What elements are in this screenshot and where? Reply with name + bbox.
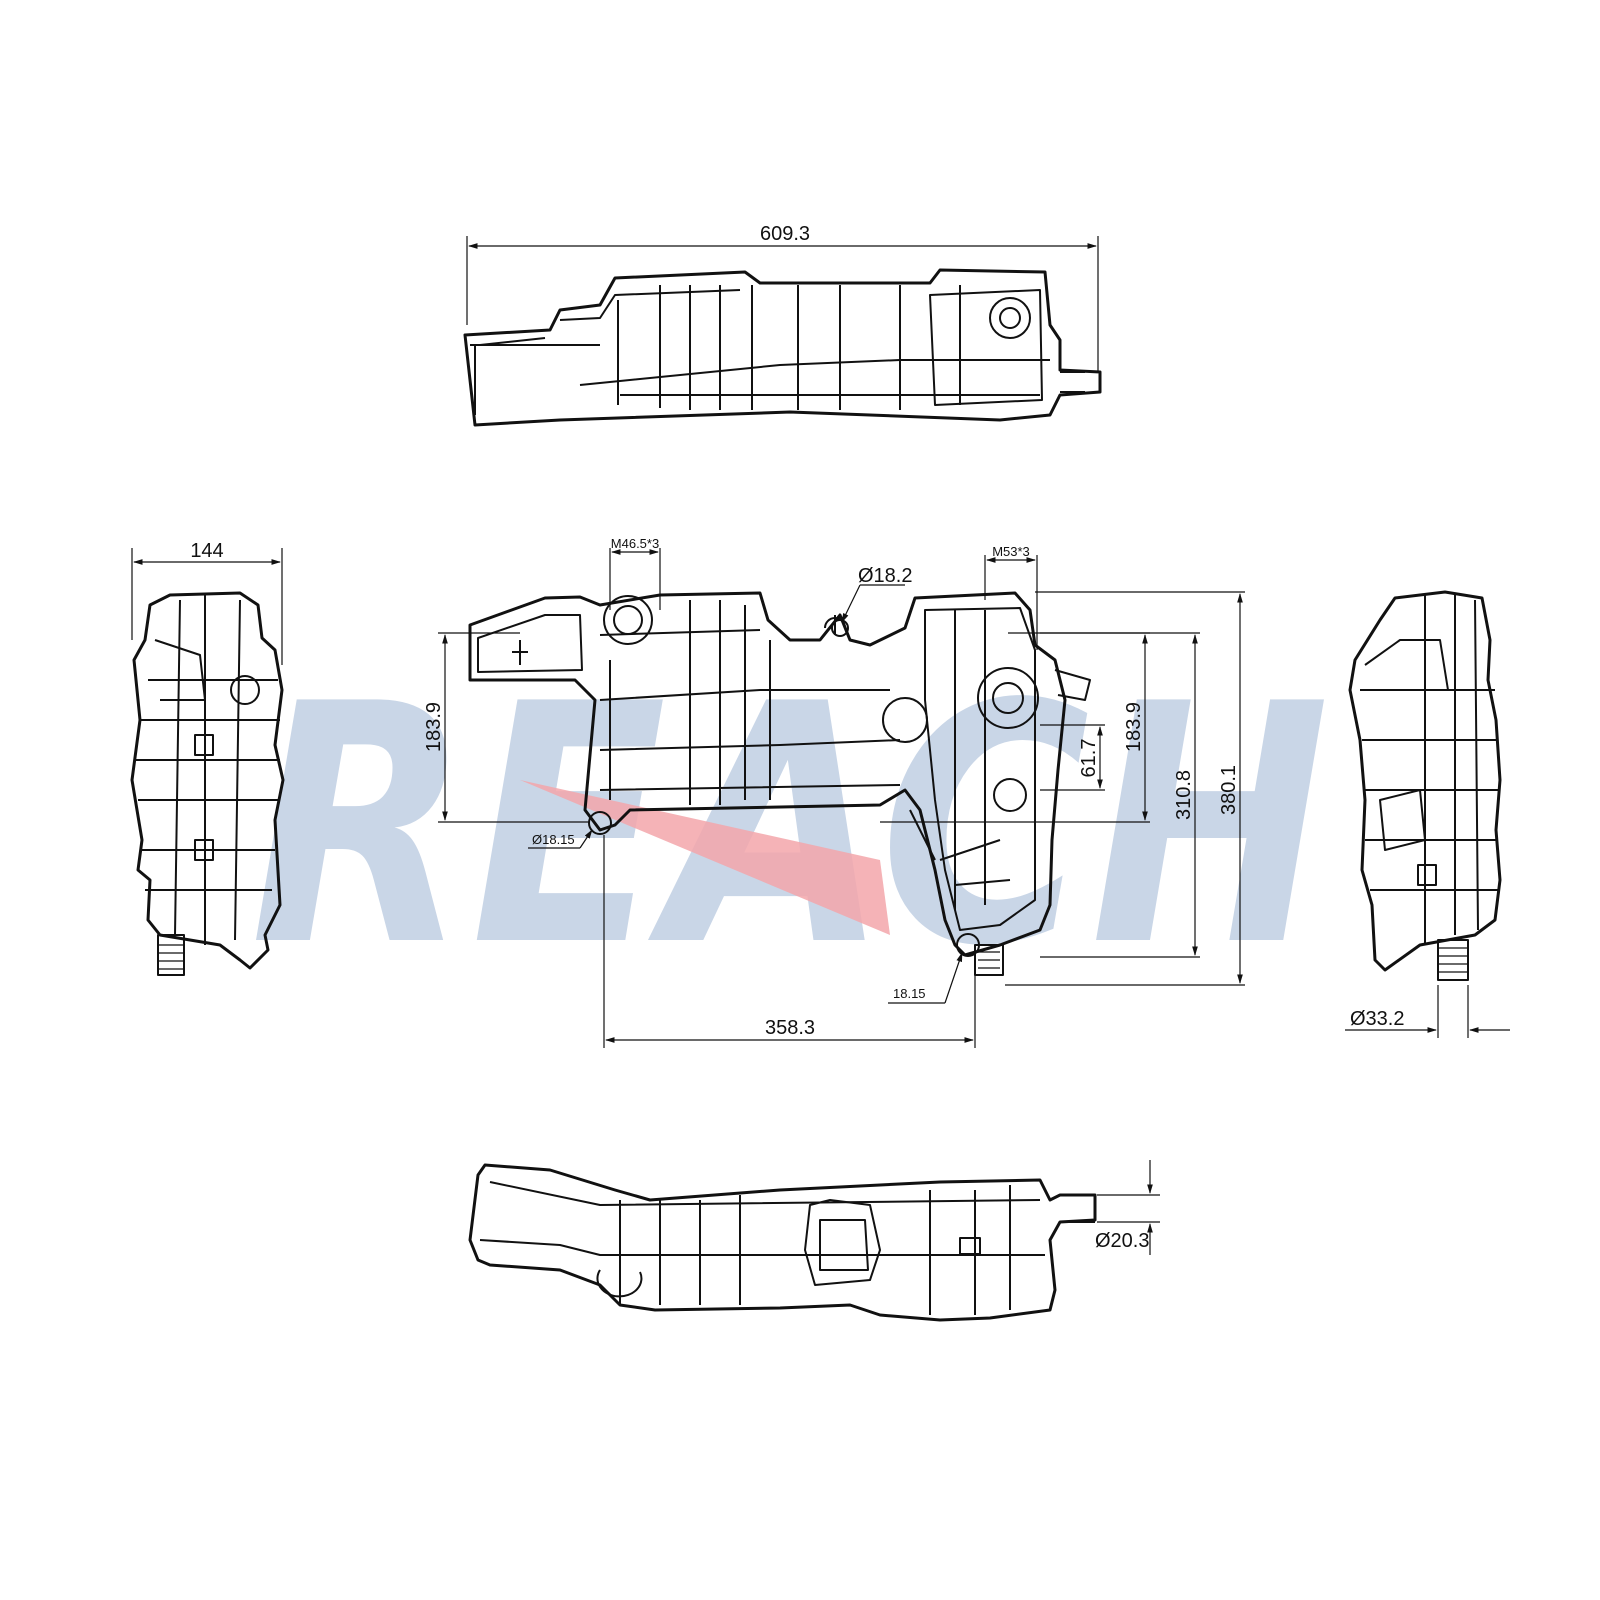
dim-hole-bottom-label: 18.15 <box>893 986 926 1001</box>
dim-thread-left-label: M46.5*3 <box>611 536 659 551</box>
dim-hole-bottom: 18.15 <box>888 952 963 1004</box>
bottom-view <box>468 1163 1097 1322</box>
dim-hole-left: Ø18.15 <box>528 829 593 849</box>
front-view <box>468 591 1091 976</box>
dim-height-mid: 310.8 <box>1040 632 1200 958</box>
dim-side-width: 144 <box>131 540 283 665</box>
dim-height-total-label: 380.1 <box>1218 765 1240 815</box>
dim-thread-right-label: M53*3 <box>992 544 1030 559</box>
left-side-view <box>130 591 285 976</box>
dim-top-length: 609.3 <box>466 223 1099 372</box>
dim-height-total: 380.1 <box>1005 591 1245 986</box>
dim-height-small-label: 61.7 <box>1078 739 1100 778</box>
dim-height-left: 183.9 <box>423 632 590 823</box>
dim-outlet-dia-bottom: Ø20.3 <box>1095 1160 1160 1255</box>
dim-height-mid-label: 310.8 <box>1173 770 1195 820</box>
dim-outlet-dia-right: Ø33.2 <box>1345 985 1510 1038</box>
watermark-text: REACH <box>250 634 1330 1018</box>
dim-height-left-label: 183.9 <box>423 702 445 752</box>
dim-hole-top: Ø18.2 <box>841 565 912 623</box>
dim-mount-spacing-label: 358.3 <box>765 1017 815 1039</box>
top-view <box>463 268 1102 427</box>
dim-side-width-label: 144 <box>190 540 223 562</box>
dim-hole-top-label: Ø18.2 <box>858 565 912 587</box>
dim-height-right-label: 183.9 <box>1123 702 1145 752</box>
dim-top-length-label: 609.3 <box>760 223 810 245</box>
watermark: REACH <box>250 634 1330 1018</box>
dim-outlet-dia-bottom-label: Ø20.3 <box>1095 1230 1149 1252</box>
dim-mount-spacing: 358.3 <box>603 835 976 1048</box>
dim-height-small: 61.7 <box>1040 724 1105 791</box>
watermark-accent-swoosh <box>520 780 890 935</box>
right-side-view <box>1348 590 1502 981</box>
dim-thread-left: M46.5*3 <box>609 536 661 610</box>
dim-outlet-dia-right-label: Ø33.2 <box>1350 1008 1404 1030</box>
dim-hole-left-label: Ø18.15 <box>532 832 575 847</box>
dim-thread-right: M53*3 <box>984 544 1038 650</box>
